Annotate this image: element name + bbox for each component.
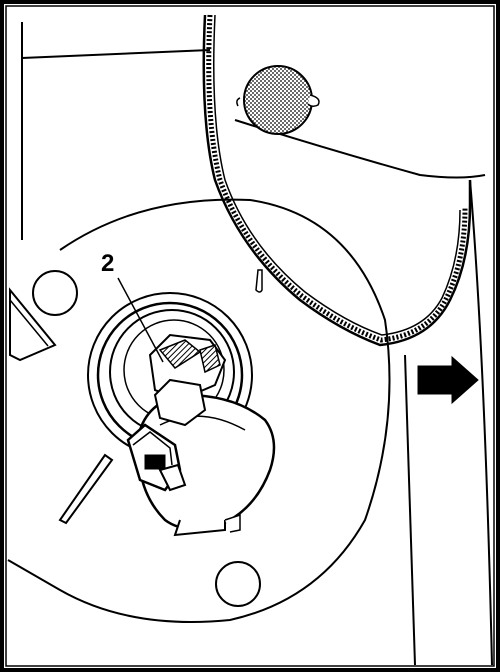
arrow-right-icon [417,355,479,405]
body-panel-hatched-edge [206,14,468,343]
body-panel-edge-inner [213,14,461,336]
alignment-pin [255,269,263,293]
mounting-flange-outline [7,198,391,623]
right-panel-line-inner [404,354,416,666]
mounting-hole-upper [32,270,78,316]
figure-inner-border [5,5,495,667]
panel-top-edge [21,49,211,59]
tab-detail-line [9,299,49,347]
right-panel-line-outer [469,179,493,666]
callout-number: 2 [101,250,114,277]
locking-tab-left [9,287,57,362]
rubber-grommet [236,65,320,135]
locating-pin [58,453,114,525]
mounting-hole-lower [215,561,261,607]
bulb-connector-assembly [126,333,276,537]
callout-leader-line [117,277,164,363]
body-panel-edge-outer [202,14,472,347]
